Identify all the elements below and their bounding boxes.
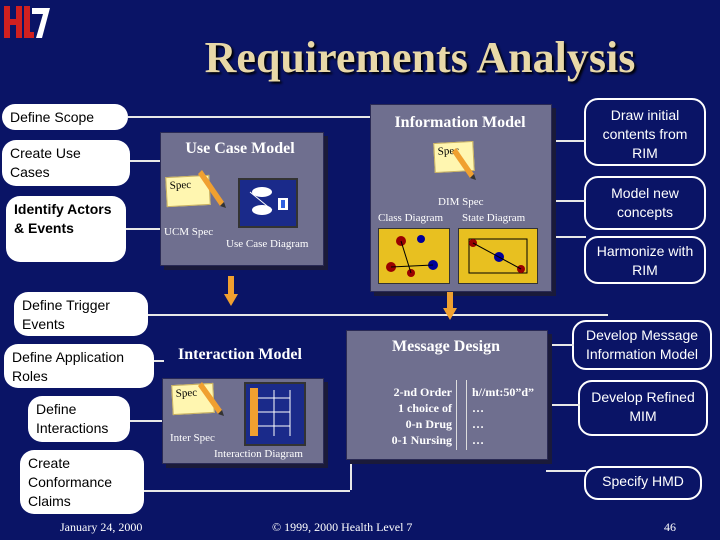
connector-line	[130, 160, 160, 162]
harmonize-pill: Harmonize with RIM	[584, 236, 706, 284]
footer-page-number: 46	[664, 520, 676, 534]
define-interactions-pill: Define Interactions	[28, 396, 130, 442]
connector-line	[126, 228, 162, 230]
message-design-panel	[346, 330, 548, 460]
class-diagram-icon	[378, 228, 450, 284]
specify-hmd-pill: Specify HMD	[584, 466, 702, 500]
inter-spec-text: Inter Spec	[170, 432, 215, 444]
define-scope-pill: Define Scope	[2, 104, 128, 130]
down-arrow-icon	[443, 308, 457, 320]
message-line: 0-n Drug	[405, 417, 452, 431]
arrow-shaft	[447, 292, 453, 310]
message-design-title: Message Design	[392, 338, 500, 355]
identify-actors-pill: Identify Actors & Events	[6, 196, 126, 262]
connector-line	[546, 404, 580, 406]
interaction-model-title: Interaction Model	[178, 346, 302, 363]
connector-line	[144, 490, 350, 492]
message-design-left-column: 2-nd Order 1 choice of 0-n Drug 0-1 Nurs…	[360, 384, 452, 448]
connector-line	[130, 420, 162, 422]
use-case-diagram-label: Use Case Diagram	[226, 238, 309, 250]
pencil-icon	[196, 168, 226, 213]
develop-message-info-model-pill: Develop Message Information Model	[572, 320, 712, 370]
message-column-divider	[466, 380, 467, 450]
ucm-spec-label: Spec	[169, 178, 192, 192]
connector-line	[546, 470, 586, 472]
inter-spec-label: Spec	[175, 386, 198, 400]
connector-line	[148, 314, 608, 316]
connector-line	[154, 360, 164, 362]
message-design-right-column: h//mt:50”d” … … …	[472, 384, 548, 448]
slide-title: Requirements Analysis	[204, 33, 636, 82]
hl7-logo	[2, 2, 52, 42]
create-use-cases-pill: Create Use Cases	[2, 140, 130, 186]
hl7-logo-graphic	[2, 2, 52, 42]
message-line: h//mt:50”d”	[472, 385, 535, 399]
connector-line	[550, 140, 586, 142]
dim-spec-label: DIM Spec	[438, 196, 484, 208]
develop-refined-mim-pill: Develop Refined MIM	[578, 380, 708, 436]
message-line: …	[472, 401, 484, 415]
message-line: 1 choice of	[398, 401, 452, 415]
define-application-roles-pill: Define Application Roles	[4, 344, 154, 388]
down-arrow-icon	[224, 294, 238, 306]
footer-date: January 24, 2000	[60, 520, 143, 534]
footer-copyright: © 1999, 2000 Health Level 7	[272, 520, 413, 534]
state-diagram-icon	[458, 228, 538, 284]
draw-initial-contents-pill: Draw initial contents from RIM	[584, 98, 706, 166]
ucm-spec-text: UCM Spec	[164, 226, 214, 238]
message-line: 0-1 Nursing	[391, 433, 452, 447]
interaction-diagram-icon	[244, 382, 306, 446]
class-diagram-label: Class Diagram	[378, 212, 444, 224]
use-case-diagram-icon	[238, 178, 298, 228]
connector-line	[546, 344, 574, 346]
connector-line	[550, 236, 586, 258]
pencil-icon	[452, 146, 476, 185]
information-model-title: Information Model	[394, 114, 526, 131]
connector-line	[552, 200, 586, 202]
define-trigger-events-pill: Define Trigger Events	[14, 292, 148, 336]
arrow-shaft	[228, 276, 234, 296]
use-case-model-title: Use Case Model	[185, 140, 295, 157]
message-line: 2-nd Order	[393, 385, 452, 399]
interaction-diagram-label: Interaction Diagram	[214, 448, 303, 460]
connector-line	[350, 460, 352, 490]
state-diagram-label: State Diagram	[462, 212, 526, 224]
connector-line	[128, 116, 386, 118]
message-line: …	[472, 433, 484, 447]
pencil-icon	[198, 380, 224, 421]
message-column-divider	[456, 380, 457, 450]
message-line: …	[472, 417, 484, 431]
create-conformance-claims-pill: Create Conformance Claims	[20, 450, 144, 514]
model-new-concepts-pill: Model new concepts	[584, 176, 706, 230]
